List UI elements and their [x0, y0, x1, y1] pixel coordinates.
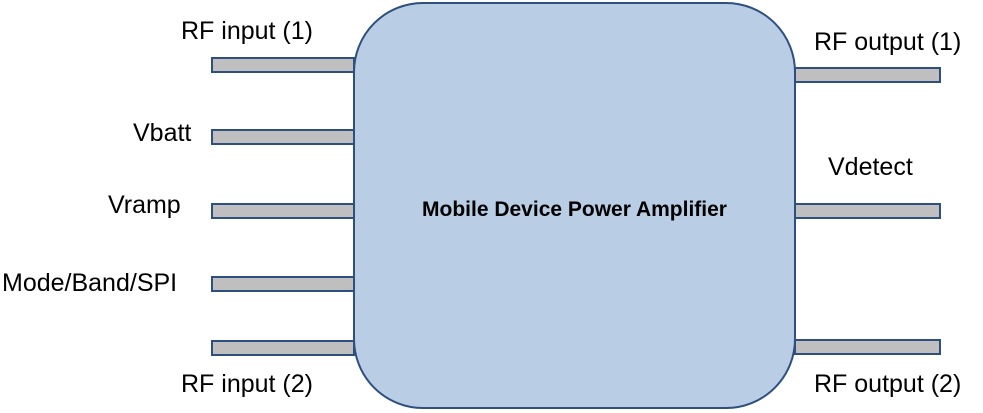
- rf-output-1-pin: [794, 67, 941, 83]
- vdetect-label: Vdetect: [828, 153, 913, 181]
- rf-output-2-pin: [794, 339, 941, 355]
- amplifier-block: Mobile Device Power Amplifier: [353, 2, 796, 409]
- rf-output-2-label: RF output (2): [814, 370, 962, 398]
- vdetect-pin: [794, 203, 941, 219]
- mode-band-spi-pin: [211, 276, 355, 292]
- rf-input-1-label: RF input (1): [181, 17, 313, 45]
- rf-input-2-label: RF input (2): [181, 370, 313, 398]
- block-title: Mobile Device Power Amplifier: [422, 198, 727, 221]
- rf-output-1-label: RF output (1): [814, 28, 962, 56]
- vramp-pin: [211, 203, 355, 219]
- vbatt-pin: [211, 129, 355, 145]
- mode-band-spi-label: Mode/Band/SPI: [2, 269, 178, 297]
- rf-input-1-pin: [211, 57, 355, 73]
- vbatt-label: Vbatt: [133, 119, 192, 147]
- rf-input-2-pin: [211, 340, 355, 356]
- vramp-label: Vramp: [108, 191, 181, 219]
